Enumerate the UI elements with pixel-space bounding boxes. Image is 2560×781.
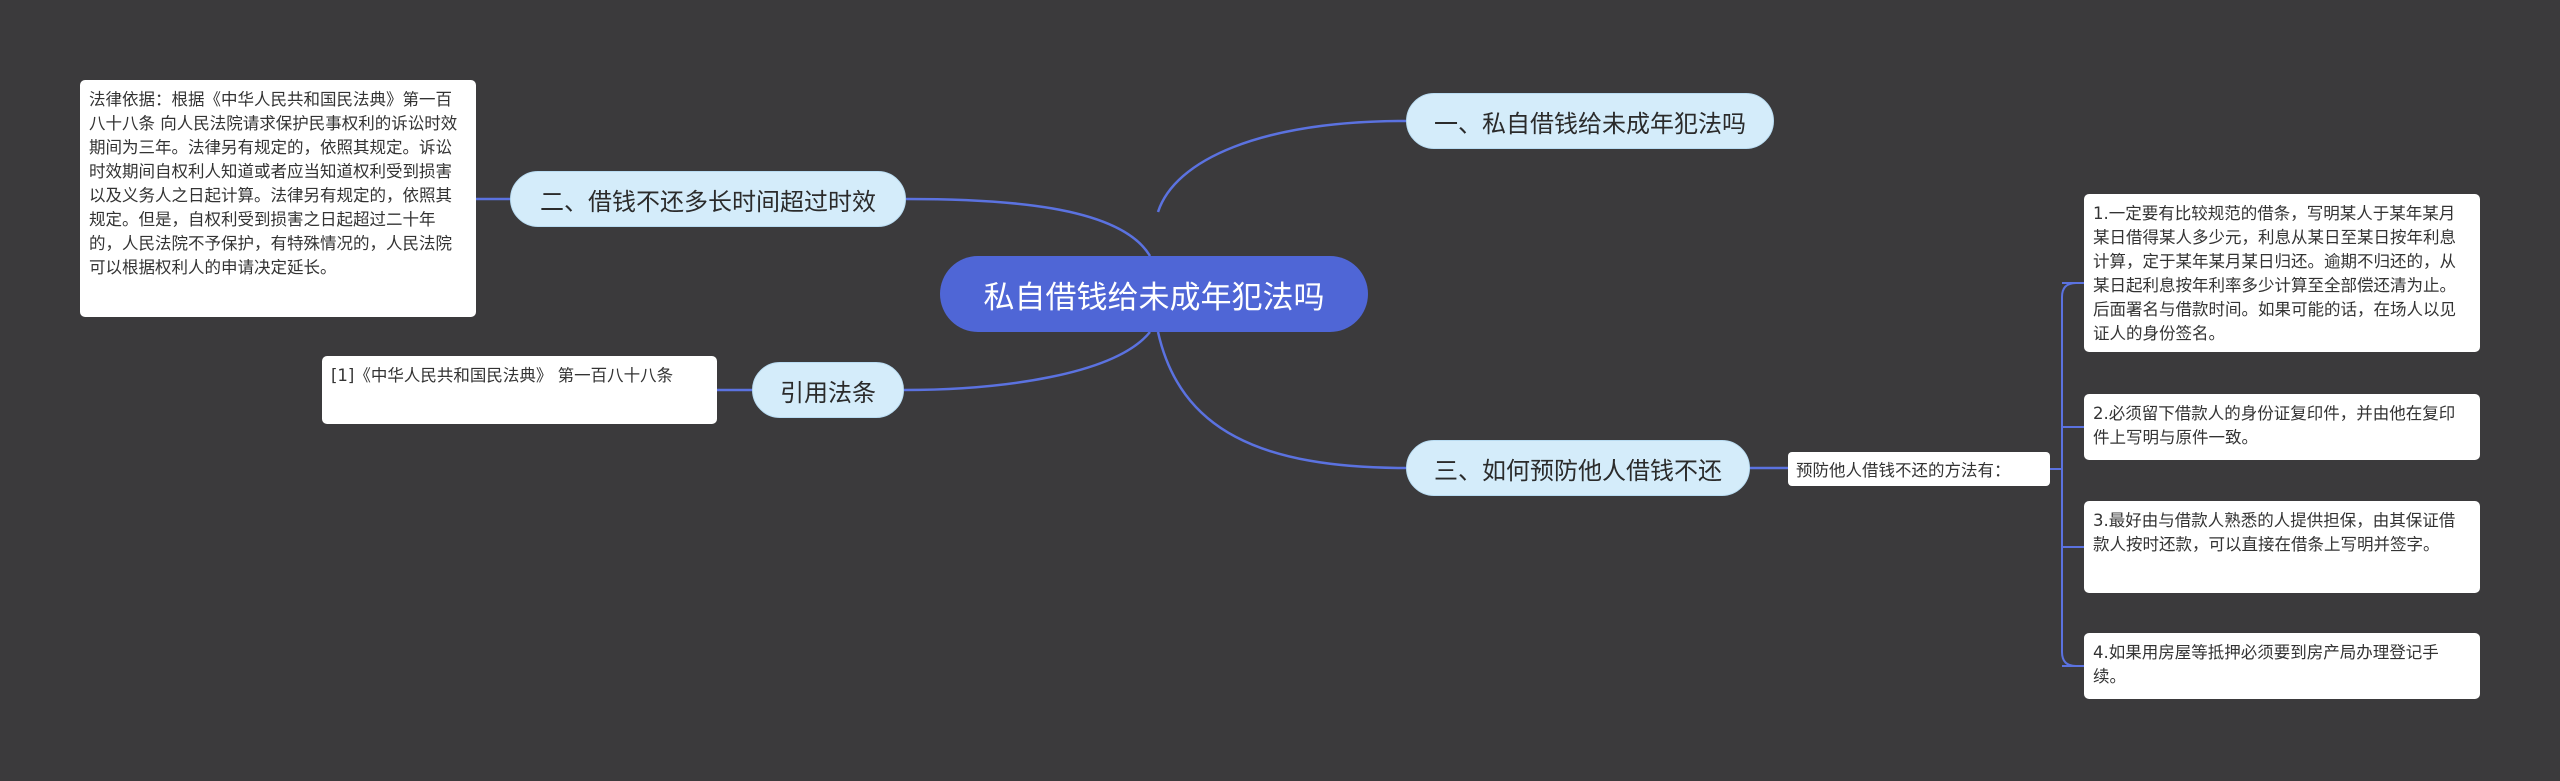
root-topic[interactable]: 私自借钱给未成年犯法吗 [940, 256, 1368, 332]
limitation-leaf[interactable]: 法律依据：根据《中华人民共和国民法典》第一百八十八条 向人民法院请求保护民事权利… [80, 80, 476, 317]
branch-is-lending-illegal[interactable]: 一、私自借钱给未成年犯法吗 [1406, 93, 1774, 149]
prevention-item-1[interactable]: 1.一定要有比较规范的借条，写明某人于某年某月某日借得某人多少元，利息从某日至某… [2084, 194, 2480, 352]
bracket-spine [2061, 282, 2077, 667]
link-root-b3 [903, 331, 1151, 392]
prevention-intro-node[interactable]: 预防他人借钱不还的方法有： [1788, 452, 2050, 486]
citation-leaf[interactable]: [1]《中华人民共和国民法典》 第一百八十八条 [322, 356, 717, 424]
prevention-item-3[interactable]: 3.最好由与借款人熟悉的人提供担保，由其保证借款人按时还款，可以直接在借条上写明… [2084, 501, 2480, 593]
prevention-item-4[interactable]: 4.如果用房屋等抵押必须要到房产局办理登记手续。 [2084, 633, 2480, 699]
prevention-item-2[interactable]: 2.必须留下借款人的身份证复印件，并由他在复印件上写明与原件一致。 [2084, 394, 2480, 460]
link-root-b2 [905, 197, 1152, 257]
link-root-b1 [1156, 119, 1407, 213]
branch-cited-law[interactable]: 引用法条 [752, 362, 904, 418]
branch-limitation-period[interactable]: 二、借钱不还多长时间超过时效 [510, 171, 906, 227]
link-root-b4 [1156, 331, 1407, 470]
branch-prevention[interactable]: 三、如何预防他人借钱不还 [1406, 440, 1750, 496]
